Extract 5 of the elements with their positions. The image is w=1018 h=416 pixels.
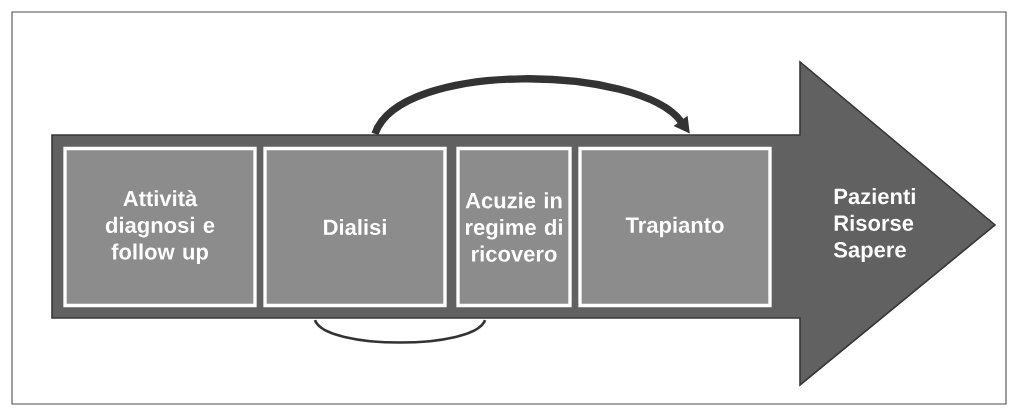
curved-arrow <box>371 75 690 136</box>
process-box: Acuzie in regime di ricovero <box>456 146 572 308</box>
process-box: Trapianto <box>578 146 772 308</box>
process-box: Attività diagnosi e follow up <box>63 146 257 308</box>
process-box: Dialisi <box>263 146 447 308</box>
